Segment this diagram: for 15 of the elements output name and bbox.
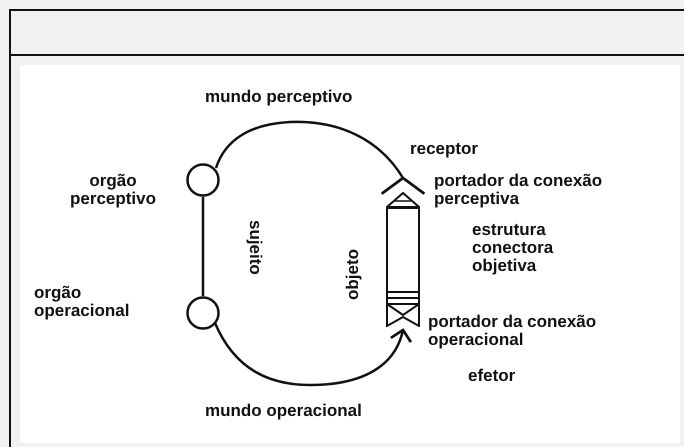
part-label: estrutura conectora objetiva (472, 221, 554, 275)
world-label: mundo operacional (205, 402, 363, 420)
part-label: receptor (410, 140, 480, 158)
connector-line (202, 197, 204, 296)
arc-arrow (214, 322, 412, 386)
organ-label: orgão perceptivo (69, 172, 157, 208)
world-label: mundo perceptivo (205, 88, 354, 106)
organ-label: orgão operacional (34, 284, 130, 320)
part-label: portador da conexão operacional (428, 313, 598, 349)
part-label: efetor (468, 367, 516, 385)
object-bar (386, 191, 420, 327)
subject-label: sujeito (246, 220, 264, 275)
part-label: portador da conexão perceptiva (434, 172, 604, 208)
object-label: objeto (344, 249, 362, 300)
arc-arrow (214, 120, 426, 196)
